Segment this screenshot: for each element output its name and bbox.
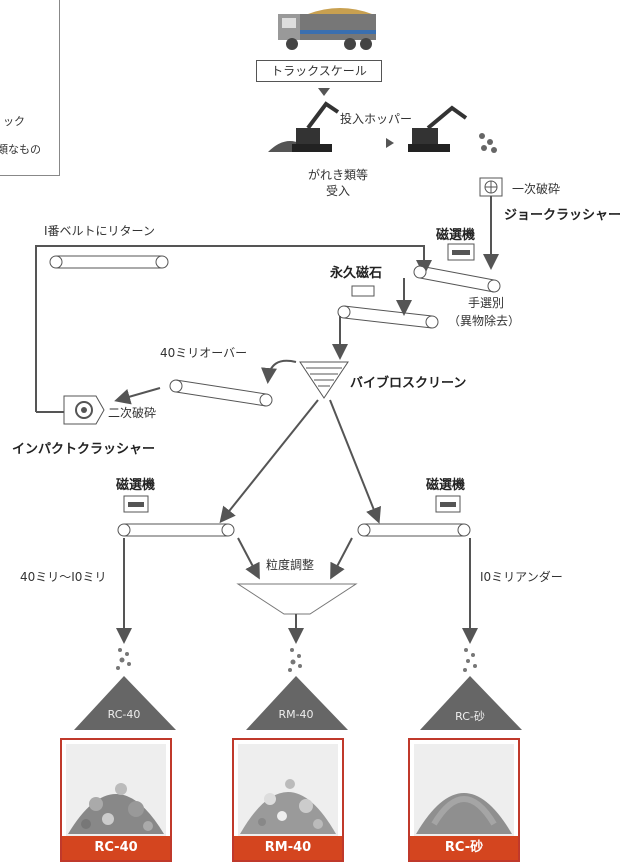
magnet-icon xyxy=(447,243,475,261)
product-caption-rm40: RM-40 xyxy=(234,836,342,860)
rm40-gravel-image xyxy=(238,744,338,836)
mag-left-label: 磁選機 xyxy=(116,478,156,493)
pile-rm40 xyxy=(246,676,348,730)
return-belt xyxy=(49,255,169,269)
hand-sort-label-2: （異物除去） xyxy=(448,314,521,328)
impact-crusher-icon xyxy=(63,395,105,425)
legend-line-1: ック xyxy=(3,115,25,128)
permanent-magnet-label: 永久磁石 xyxy=(330,266,383,281)
dump-truck-icon xyxy=(278,8,376,50)
hand-sort-label-1: 手選別 xyxy=(468,296,505,310)
receiving-label-2: 受入 xyxy=(326,184,351,198)
rc40-gravel-image xyxy=(66,744,166,836)
pile-rc40 xyxy=(74,676,176,730)
receiving-label-1: がれき類等 xyxy=(308,168,369,182)
pile-label-rm40: RM-40 xyxy=(278,708,314,721)
under-10-label: I0ミリアンダー xyxy=(480,570,563,584)
product-photo-rcsand: RC-砂 xyxy=(408,738,520,862)
pile-label-rc40: RC-40 xyxy=(107,708,141,721)
excavator-icon xyxy=(268,101,340,152)
particles xyxy=(116,648,477,672)
right-belt xyxy=(357,523,471,537)
mag-right-label: 磁選機 xyxy=(426,478,466,493)
hand-sort-belt xyxy=(413,265,501,293)
return-belt-label: I番ベルトにリターン xyxy=(44,224,155,238)
pile-rcsand xyxy=(420,676,522,730)
magnet-icon-left xyxy=(123,495,149,513)
vibro-screen-label: バイブロスクリーン xyxy=(350,376,467,391)
jaw-crusher-icon xyxy=(479,177,503,197)
secondary-crush-label: 二次破砕 xyxy=(108,406,157,420)
jaw-crusher-label: ジョークラッシャー xyxy=(504,208,622,223)
screen-feed-belt xyxy=(337,305,439,329)
size-40-10-label: 40ミリ〜I0ミリ xyxy=(20,570,107,584)
pile-label-rcsand: RC-砂 xyxy=(455,710,485,723)
impact-crusher-label: インパクトクラッシャー xyxy=(12,442,156,457)
hopper-label: 投入ホッパー xyxy=(340,112,413,126)
rcsand-image xyxy=(414,744,514,836)
truck-scale-label: トラックスケール xyxy=(256,60,382,82)
left-belt xyxy=(117,523,235,537)
product-photo-rm40: RM-40 xyxy=(232,738,344,862)
magnet-icon-right xyxy=(435,495,461,513)
excavator-icon-2 xyxy=(408,105,497,153)
product-caption-rcsand: RC-砂 xyxy=(410,836,518,860)
magnetic-separator-label: 磁選機 xyxy=(436,228,476,243)
permanent-magnet-icon xyxy=(351,285,375,297)
over-40-label: 40ミリオーバー xyxy=(160,346,248,360)
product-photo-rc40: RC-40 xyxy=(60,738,172,862)
oversize-belt xyxy=(169,379,273,407)
grain-adjust-label: 粒度調整 xyxy=(266,558,315,572)
primary-crush-label: 一次破砕 xyxy=(512,182,561,196)
vibro-screen-icon xyxy=(299,361,349,399)
legend-box: ック 類なもの xyxy=(0,0,60,176)
legend-line-2: 類なもの xyxy=(0,143,41,156)
product-caption-rc40: RC-40 xyxy=(62,836,170,860)
